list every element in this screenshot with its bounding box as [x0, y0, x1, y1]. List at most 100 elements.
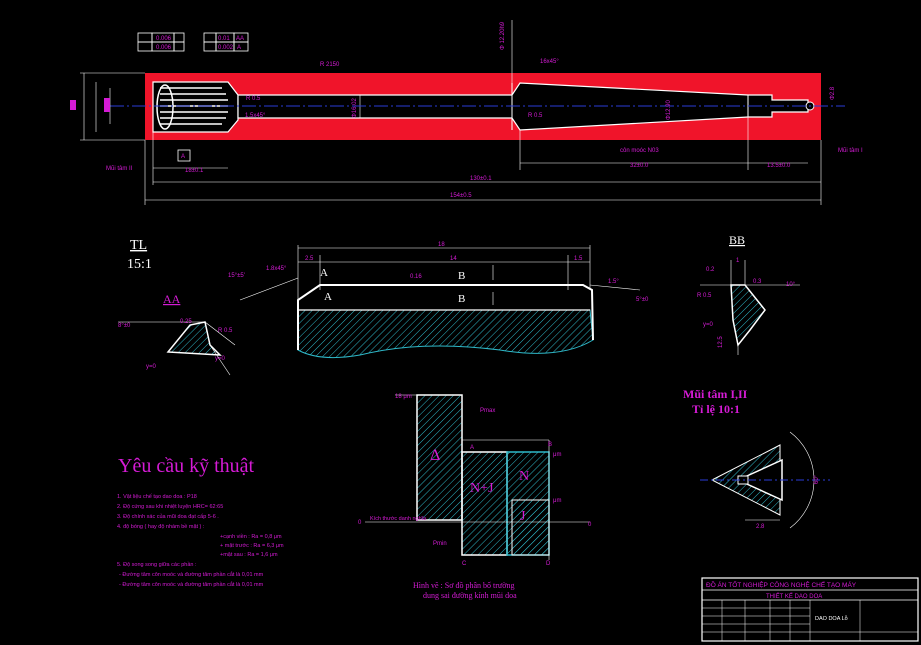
- bb-dim-radius: R 0.5: [697, 293, 712, 299]
- title-subject: THIẾT KẾ DAO DOA: [766, 593, 822, 600]
- tl-dim-d: 0.16: [410, 274, 422, 280]
- tol-label-delta: Δ: [430, 447, 440, 464]
- center-dim-angle: 60°: [814, 474, 820, 484]
- req-line-5: +cạnh viền : Ra = 0,8 μm: [220, 534, 282, 540]
- tl-dim-b: 14: [450, 256, 457, 262]
- req-line-2: 2. Độ cứng sau khi nhiệt luyện HRC= 62:6…: [117, 504, 223, 510]
- section-aa: AA 8°±0 0.25 R 0.5 y=0 y=0: [118, 292, 236, 376]
- dim-end-length: 13.5±0.0: [767, 163, 791, 169]
- detail-tl-title: TL: [130, 238, 147, 253]
- bb-profile: [730, 284, 766, 347]
- req-line-7: +mặt sau : Ra = 1,6 μm: [220, 552, 278, 558]
- aa-dim-y1: y=0: [215, 356, 226, 362]
- aa-dim-radius: R 0.5: [218, 328, 233, 334]
- tol-side-zero-left: 0: [358, 520, 362, 526]
- title-part: DAO DOA Lỗ: [815, 615, 848, 622]
- tol-side-pmin: Pmin: [433, 541, 447, 547]
- tol-value-4: 0.002: [218, 45, 234, 51]
- tl-dim-c: 1.5: [574, 256, 583, 262]
- chamfer-top: 16x45°: [540, 59, 559, 65]
- dim-body-length: 130±0.1: [470, 176, 492, 182]
- tol-value-2: 0.006: [156, 45, 172, 51]
- dim-head-length: 18±0.1: [185, 168, 204, 174]
- taper-note: côn moóc N03: [620, 148, 659, 154]
- tol-side-zero-right: 0: [588, 522, 592, 528]
- tol-value-3: 0.01: [218, 36, 230, 42]
- tl-mark-b1: B: [458, 270, 465, 282]
- bb-dim-angle: 10°: [786, 282, 796, 288]
- tl-mark-b2: B: [458, 293, 465, 305]
- tl-dim-angle2: 1.5°: [608, 279, 619, 285]
- tol-label-j: J: [520, 509, 526, 524]
- radius-b: R 0.5: [528, 113, 543, 119]
- tl-dim-chamfer: 1.8x45°: [266, 266, 287, 272]
- aa-dim-width: 0.25: [180, 319, 192, 325]
- tl-mark-a2: A: [324, 291, 332, 303]
- title-project: ĐỒ ÁN TỐT NGHIỆP CÔNG NGHỆ CHẾ TẠO MÁY: [706, 579, 857, 589]
- detail-tl: TL 15:1 18 2.5 14 1.5 0.16 15°±5' 1.8x45…: [127, 238, 649, 359]
- tl-hatched-section: [297, 309, 594, 359]
- requirements-title: Yêu cầu kỹ thuật: [118, 455, 255, 477]
- tol-side-nominal: Kích thước danh nghĩa: [370, 516, 427, 522]
- title-block: ĐỒ ÁN TỐT NGHIỆP CÔNG NGHỆ CHẾ TẠO MÁY T…: [701, 577, 919, 642]
- bb-dim-c: 0.3: [753, 279, 762, 285]
- tl-dim-length: 18: [438, 242, 445, 248]
- dim-tip-diameter: Φ2.8: [830, 86, 836, 100]
- tl-dim-a: 2.5: [305, 256, 314, 262]
- dim-total-length: 154±0.5: [450, 193, 472, 199]
- aa-dim-y2: y=0: [146, 364, 157, 370]
- chamfer-small: 1.5x45°: [245, 113, 266, 119]
- req-line-1: 1. Vật liệu chế tạo dao doa : P18: [117, 494, 197, 500]
- tol-datum-4: A: [237, 45, 241, 51]
- tol-label-a: A: [470, 445, 474, 451]
- center-detail: Mũi tâm I,II Tỉ lệ 10:1 60° 2.8: [683, 387, 830, 530]
- tl-dim-angle: 15°±5': [228, 273, 245, 279]
- req-line-9: - Đường tâm côn moóc và đường tâm phần c…: [119, 571, 264, 578]
- tl-profile: [297, 284, 594, 350]
- datum-a-label: A: [181, 154, 185, 160]
- tol-side-top: 18 μm: [395, 394, 412, 400]
- tol-label-nj: N+J: [470, 481, 494, 496]
- req-line-8: 5. Độ song song giữa các phần :: [117, 562, 197, 568]
- aa-dim-angle: 8°±0: [118, 323, 131, 329]
- bb-dim-b: 1: [736, 258, 740, 264]
- bb-dim-y: y=0: [703, 322, 714, 328]
- bb-dim-a: 0.2: [706, 267, 715, 273]
- tol-side-um1: μm: [553, 452, 561, 458]
- center-right-note: Mũi tâm I: [838, 148, 863, 154]
- dim-top-diameter: Φ 12.20h9: [500, 21, 506, 50]
- tol-value-1: 0.006: [156, 36, 172, 42]
- tol-label-b: B: [548, 442, 552, 448]
- tolerance-frame-right: [203, 32, 249, 52]
- tol-label-n: N: [519, 469, 529, 484]
- main-view: 0.006 0.006 0.01 AA 0.002 A: [70, 20, 863, 205]
- req-line-4: 4. độ bóng ( hay độ nhám bề mặt ) :: [117, 524, 205, 530]
- tol-label-d: D: [546, 561, 551, 567]
- bb-dim-height: 12.5: [718, 336, 724, 348]
- req-line-6: + mặt trước : Ra = 6,3 μm: [220, 543, 284, 549]
- section-bb-title: BB: [729, 233, 745, 247]
- center-dim-width: 2.8: [756, 524, 765, 530]
- tl-mark-a1: A: [320, 267, 328, 279]
- tolerance-frame-left: [137, 32, 185, 52]
- dim-taper-diameter: Φ12.90: [666, 100, 672, 120]
- tol-label-c: C: [462, 561, 467, 567]
- detail-tl-scale: 15:1: [127, 257, 152, 272]
- section-aa-title: AA: [163, 292, 181, 306]
- tolerance-diagram: Δ N+J N J A B C D 18 μm Pmax Pmin Kích t…: [358, 394, 592, 600]
- tol-caption-2: dung sai đường kính mũi doa: [423, 591, 517, 600]
- req-line-3: 3. Độ chính xác của mũi doa đạt cấp 5-6 …: [117, 513, 219, 520]
- tl-dim-angle3: 5°±0: [636, 297, 649, 303]
- req-line-10: - Đường tâm côn moóc và đường tâm phần c…: [119, 581, 264, 588]
- aa-profile: [166, 321, 222, 356]
- center-left-note: Mũi tâm II: [106, 166, 133, 172]
- tol-side-um2: μm: [553, 498, 561, 504]
- requirements: Yêu cầu kỹ thuật 1. Vật liệu chế tạo dao…: [117, 455, 284, 588]
- radius-a: R 0.5: [246, 96, 261, 102]
- dim-taper-length: 32±0.0: [630, 163, 649, 169]
- dim-body-diameter: Φ16.02: [352, 98, 358, 118]
- tol-caption-1: Hình vẽ : Sơ đồ phân bố trường: [413, 581, 514, 590]
- section-bb: BB 0.2 1 0.3 10° R 0.5 y=0 12.5: [697, 233, 800, 355]
- tol-datum-3: AA: [236, 36, 244, 42]
